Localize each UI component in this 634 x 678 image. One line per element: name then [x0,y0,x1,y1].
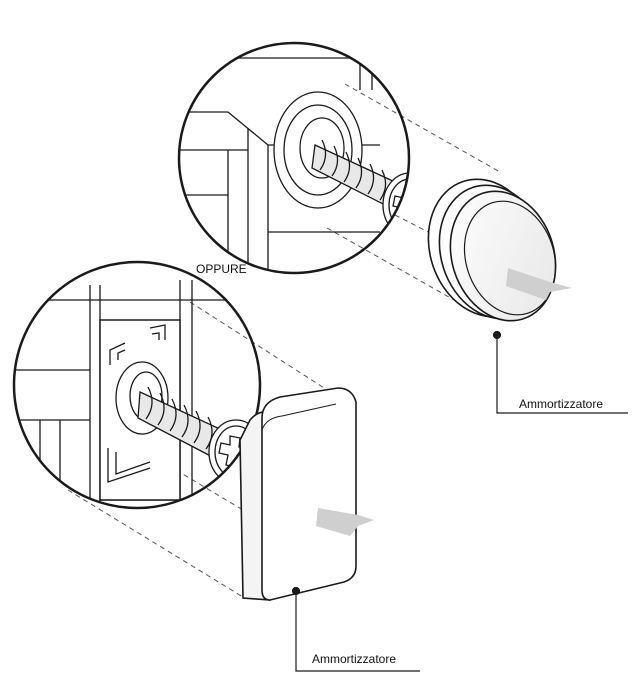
square-bumper-arrow [316,508,374,536]
bottom-projection-lines [67,301,333,598]
top-magnifier-circle [177,41,411,275]
leader-line-square [291,586,420,672]
round-bumper-label: Ammortizzatore [519,397,604,411]
oppure-label: OPPURE [196,262,247,276]
bottom-magnified-frame [14,280,260,508]
bottom-magnifier-circle [12,260,262,510]
top-projection-lines [326,83,501,310]
square-bumper-label: Ammortizzatore [312,652,397,666]
round-bumper-arrow [506,268,572,300]
round-bumper [427,178,572,322]
square-bumper [239,387,374,601]
top-magnified-frame [180,43,409,273]
leader-line-round [492,330,628,414]
